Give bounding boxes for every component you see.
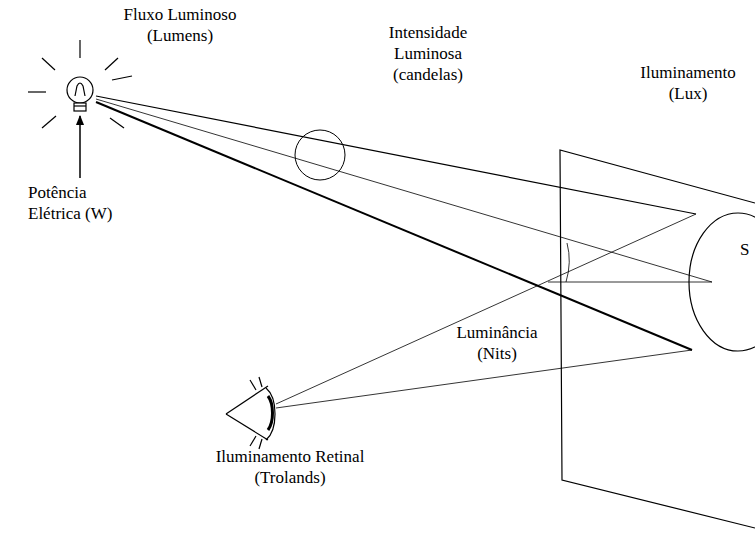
light-cone	[96, 96, 712, 350]
solid-angle-symbol	[295, 130, 345, 180]
quantity-label: Iluminamento Retinal (Trolands)	[203, 446, 378, 488]
area-outline	[688, 212, 755, 352]
area-label: S	[740, 240, 749, 260]
area-ellipse	[689, 213, 755, 351]
angle-symbol	[566, 243, 569, 282]
light-rays	[28, 40, 132, 128]
quantity-label: Iluminamento (Lux)	[628, 62, 748, 104]
light-bulb	[67, 77, 93, 111]
sight-lines	[276, 214, 696, 408]
quantity-label: Fluxo Luminoso (Lumens)	[118, 4, 243, 46]
power-arrow	[79, 116, 81, 178]
quantity-label: Potência Elétrica (W)	[28, 182, 140, 224]
surface-area: S	[688, 212, 755, 352]
eye	[226, 377, 275, 449]
quantity-label: Intensidade Luminosa (candelas)	[378, 22, 478, 85]
quantity-label: Luminância (Nits)	[450, 322, 545, 364]
